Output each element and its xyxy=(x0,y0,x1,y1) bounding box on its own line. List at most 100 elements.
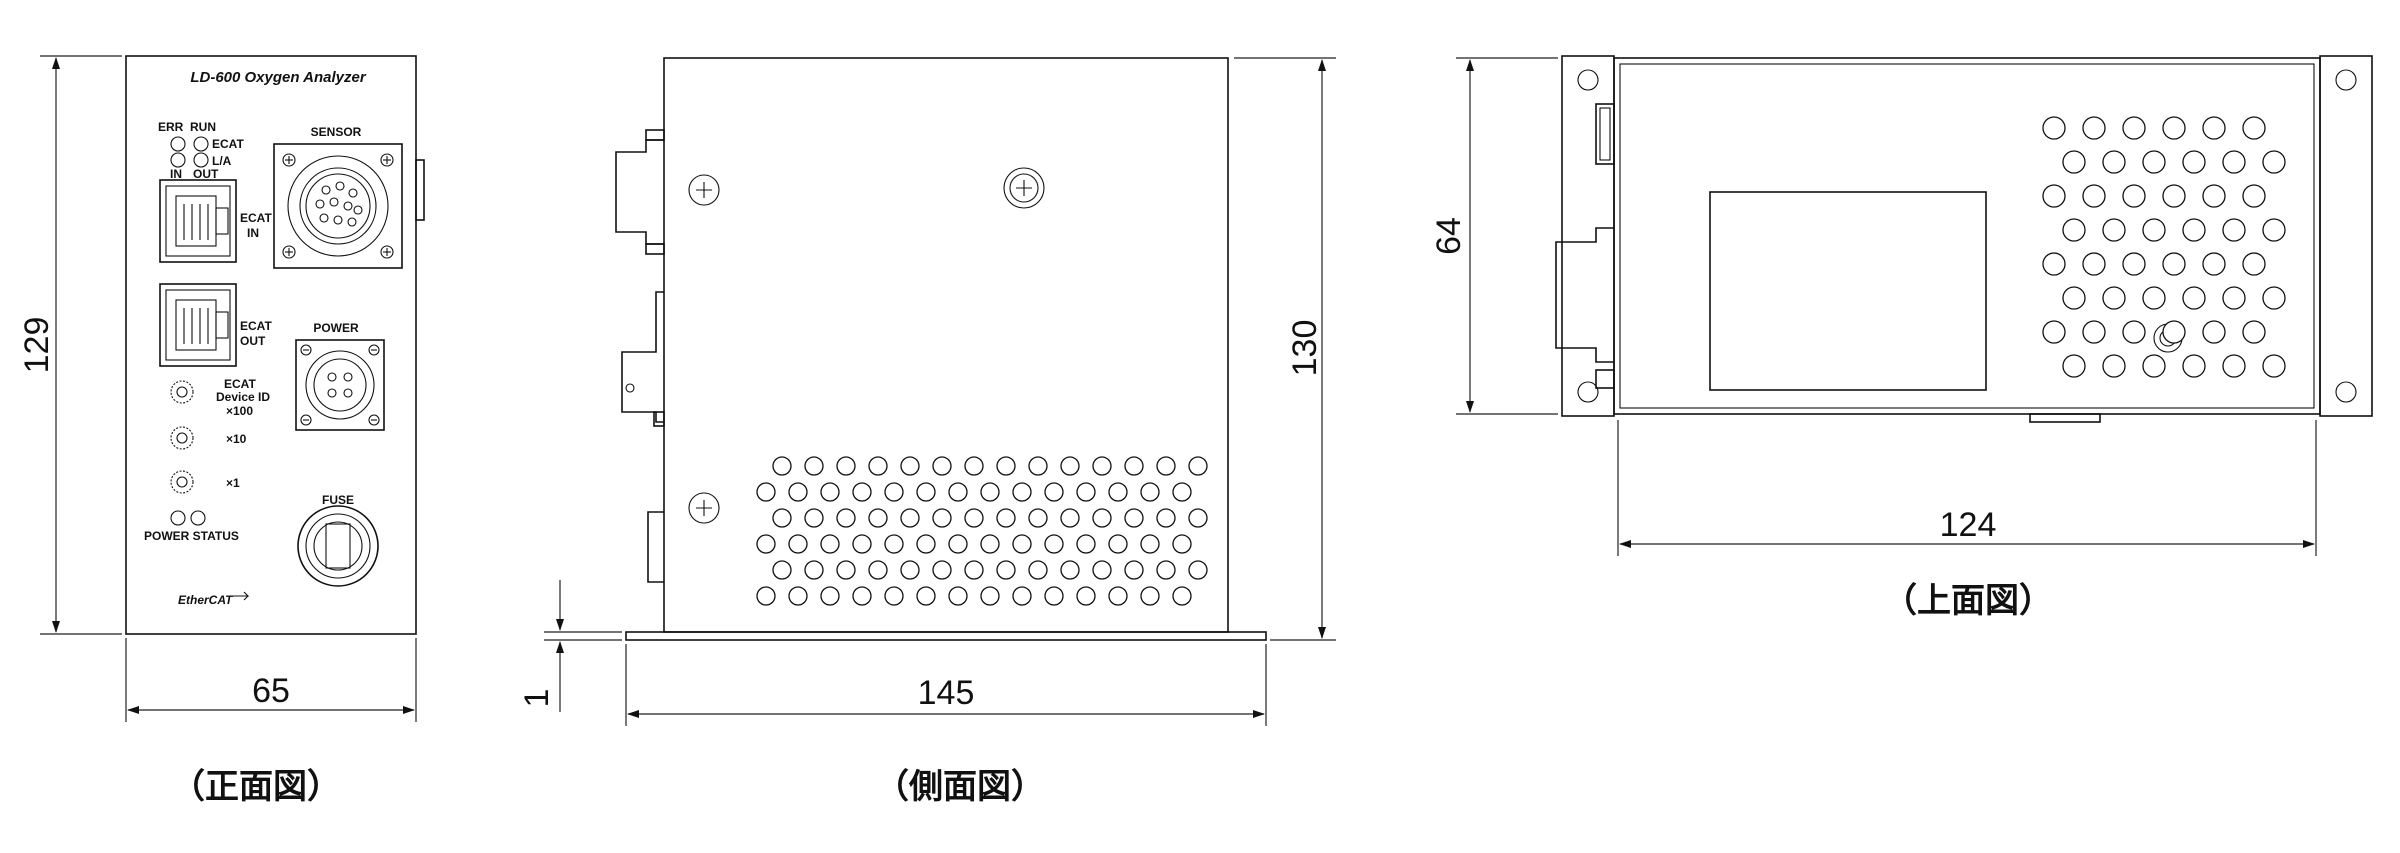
vent-hole xyxy=(2222,150,2246,174)
vent-hole xyxy=(852,586,872,606)
run-led xyxy=(193,136,209,152)
vent-hole xyxy=(1156,456,1176,476)
top-view: 64 124 （上面図） xyxy=(1430,55,2373,620)
in-label: IN xyxy=(170,167,182,181)
ecat-out-label-2: OUT xyxy=(240,334,266,348)
vent-hole xyxy=(996,560,1016,580)
vent-hole xyxy=(1172,534,1192,554)
side-sensor-connector xyxy=(615,139,664,245)
la-led xyxy=(193,152,209,168)
vent-hole xyxy=(1076,482,1096,502)
vent-hole xyxy=(756,482,776,502)
vent-hole xyxy=(1012,482,1032,502)
ecat-in-label-2: IN xyxy=(247,226,259,240)
vent-hole xyxy=(1156,508,1176,528)
vent-hole xyxy=(884,482,904,502)
la-label: L/A xyxy=(212,154,232,168)
vent-hole xyxy=(868,456,888,476)
vent-hole xyxy=(2222,354,2246,378)
vent-hole xyxy=(1012,534,1032,554)
vent-hole xyxy=(2142,150,2166,174)
vent-hole xyxy=(964,456,984,476)
device-id-label-2: Device ID xyxy=(216,390,270,404)
vent-hole xyxy=(836,560,856,580)
x100-label: ×100 xyxy=(226,404,253,418)
vent-hole xyxy=(948,586,968,606)
vent-hole xyxy=(756,586,776,606)
vent-hole xyxy=(2242,320,2266,344)
vent-hole xyxy=(916,586,936,606)
side-screw-top xyxy=(688,174,720,206)
vent-hole xyxy=(1108,482,1128,502)
vent-hole xyxy=(820,482,840,502)
top-body xyxy=(1613,57,2321,415)
side-mount-screw xyxy=(1003,167,1045,209)
ecat-out-port xyxy=(159,283,237,367)
vent-hole xyxy=(1156,560,1176,580)
vent-hole xyxy=(1076,586,1096,606)
side-caption: （側面図） xyxy=(875,767,1045,806)
vent-hole xyxy=(2042,252,2066,276)
vent-hole xyxy=(2222,218,2246,242)
vent-hole xyxy=(884,586,904,606)
vent-hole xyxy=(2102,354,2126,378)
vent-hole xyxy=(1060,456,1080,476)
vent-hole xyxy=(820,586,840,606)
vent-hole xyxy=(2182,218,2206,242)
vent-hole xyxy=(2122,320,2146,344)
vent-hole xyxy=(2162,320,2186,344)
vent-hole xyxy=(2102,286,2126,310)
side-screw-bottom xyxy=(688,492,720,524)
vent-hole xyxy=(1108,534,1128,554)
vent-hole xyxy=(2062,150,2086,174)
vent-hole xyxy=(948,482,968,502)
vent-hole xyxy=(2122,116,2146,140)
vent-hole xyxy=(932,560,952,580)
vent-hole xyxy=(836,508,856,528)
vent-hole xyxy=(1076,534,1096,554)
vent-hole xyxy=(836,456,856,476)
vent-hole xyxy=(916,482,936,502)
vent-hole xyxy=(980,482,1000,502)
vent-hole xyxy=(2082,116,2106,140)
vent-hole xyxy=(948,534,968,554)
vent-hole xyxy=(788,586,808,606)
top-height-dim: 64 xyxy=(1430,217,1468,255)
vent-hole xyxy=(1028,508,1048,528)
top-caption: （上面図） xyxy=(1883,581,2053,620)
vent-hole xyxy=(852,482,872,502)
vent-hole xyxy=(2142,354,2166,378)
run-label: RUN xyxy=(190,120,216,134)
vent-hole xyxy=(2062,286,2086,310)
vent-hole xyxy=(1012,586,1032,606)
vent-hole xyxy=(804,508,824,528)
vent-hole xyxy=(2222,286,2246,310)
vent-hole xyxy=(2082,252,2106,276)
vent-hole xyxy=(884,534,904,554)
vent-hole xyxy=(1140,586,1160,606)
vent-hole xyxy=(1044,482,1064,502)
vent-hole xyxy=(2242,252,2266,276)
front-width-dim: 65 xyxy=(252,672,290,710)
vent-hole xyxy=(2242,116,2266,140)
vent-hole xyxy=(2182,150,2206,174)
side-small-dim: 1 xyxy=(518,689,556,708)
side-power-connector xyxy=(621,291,664,423)
top-flange-right xyxy=(2319,55,2373,417)
vent-hole xyxy=(2182,354,2206,378)
vent-hole xyxy=(2162,116,2186,140)
vent-hole xyxy=(1092,508,1112,528)
vent-hole xyxy=(772,560,792,580)
vent-hole xyxy=(2102,150,2126,174)
vent-hole xyxy=(900,560,920,580)
vent-hole xyxy=(2202,252,2226,276)
vent-hole xyxy=(1060,560,1080,580)
vent-hole xyxy=(932,456,952,476)
vent-hole xyxy=(964,508,984,528)
vent-hole xyxy=(2042,320,2066,344)
vent-hole xyxy=(788,482,808,502)
sensor-connector xyxy=(273,143,403,269)
vent-hole xyxy=(2142,218,2166,242)
vent-hole xyxy=(900,508,920,528)
status-led xyxy=(190,510,206,526)
